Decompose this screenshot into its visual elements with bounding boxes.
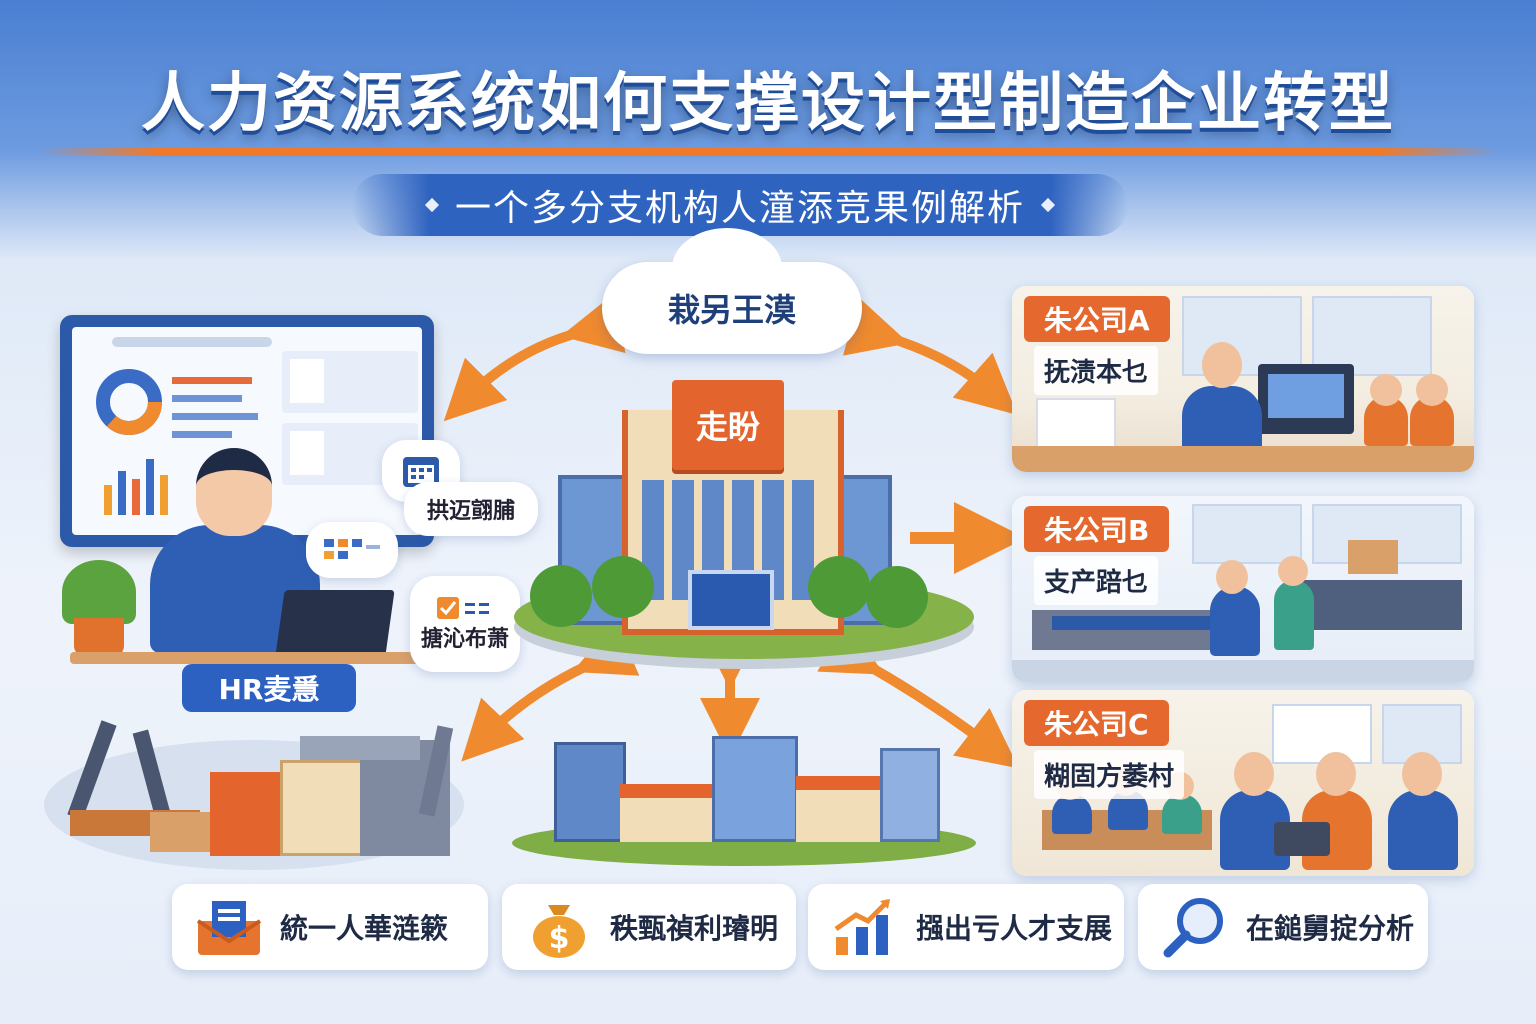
- feature-payroll[interactable]: $ 秩甄禎利璿明: [502, 884, 796, 970]
- calendar-icon: [403, 457, 439, 487]
- tree-icon: [808, 556, 870, 618]
- hr-monitor: [60, 315, 434, 547]
- arrow-hq-hr: [461, 620, 640, 762]
- hr-label: HR麦㥯: [182, 664, 356, 712]
- mini-grid-icon: [324, 539, 380, 559]
- magnifier-icon: [1160, 895, 1230, 959]
- tree-icon: [866, 566, 928, 628]
- subsidiary-subtitle: 支产踣乜: [1034, 556, 1159, 605]
- donut-chart-icon: [96, 369, 162, 435]
- hr-bubble-top: 拱迈翧脯: [404, 482, 538, 536]
- hq-sign: 走盼: [672, 380, 784, 470]
- hr-person-head: [196, 448, 272, 536]
- feature-label: 摾出亏人才支展: [916, 912, 1113, 945]
- cloud-label: 栽另王漠: [667, 291, 796, 329]
- hq-entrance: [688, 570, 774, 630]
- title-underline: [40, 148, 1496, 156]
- diamond-icon: [1040, 197, 1056, 213]
- subsidiary-tag: 朱公司B: [1024, 506, 1170, 552]
- document-tray-icon: [194, 895, 264, 959]
- task-bubble: 搪沁布萧: [410, 576, 520, 672]
- hr-bubble-bottom: 搪沁布萧: [420, 627, 509, 652]
- subsidiary-subtitle: 糊固方萎村: [1034, 750, 1185, 799]
- avatar: [290, 359, 324, 403]
- page-title: 人力资源系统如何支撑设计型制造企业转型: [141, 67, 1395, 141]
- subtitle-text: 一个多分支机构人潼添竞果例解析: [454, 188, 1025, 229]
- arrow-cloud-hr: [443, 294, 626, 422]
- feature-unified-hr[interactable]: 統一人華涟簌: [172, 884, 488, 970]
- subsidiary-card-b[interactable]: 朱公司B 支产踣乜: [1012, 496, 1474, 682]
- plant-pot: [74, 618, 124, 656]
- robot-arm-icon: [67, 720, 117, 820]
- subsidiary-card-a[interactable]: 朱公司A 抚渍本乜: [1012, 286, 1474, 472]
- laptop-icon: [275, 590, 395, 656]
- feature-label: 統一人華涟簌: [280, 912, 449, 945]
- checkbox-icon: [437, 597, 489, 619]
- subtitle-banner: 一个多分支机构人潼添竞果例解析: [352, 174, 1128, 236]
- plant-icon: [62, 560, 136, 624]
- city-buildings: [540, 736, 960, 846]
- subsidiary-tag: 朱公司A: [1024, 296, 1170, 342]
- avatar: [290, 431, 324, 475]
- robot-arm-icon: [132, 729, 172, 821]
- tree-icon: [592, 556, 654, 618]
- feature-analytics[interactable]: 在鎚舅掟分析: [1138, 884, 1428, 970]
- arrow-cloud-subA: [842, 297, 1018, 415]
- hr-dashboard-screen: [72, 327, 422, 535]
- growth-chart-icon: [830, 895, 900, 959]
- cloud-platform: 栽另王漠: [602, 228, 862, 354]
- factory-scene: [60, 700, 460, 860]
- factory-building: [210, 772, 280, 856]
- desk: [70, 652, 450, 664]
- tree-icon: [530, 565, 592, 627]
- subsidiary-tag: 朱公司C: [1024, 700, 1169, 746]
- bar-chart-icon: [104, 459, 168, 515]
- subsidiary-card-c[interactable]: 朱公司C 糊固方萎村: [1012, 690, 1474, 876]
- feature-label: 在鎚舅掟分析: [1246, 912, 1415, 945]
- chart-bubble: [306, 522, 398, 578]
- factory-building: [280, 760, 370, 856]
- subsidiary-subtitle: 抚渍本乜: [1034, 346, 1159, 395]
- svg-text:$: $: [549, 921, 570, 956]
- money-bag-icon: $: [524, 895, 594, 959]
- feature-label: 秩甄禎利璿明: [610, 912, 779, 945]
- feature-talent-growth[interactable]: 摾出亏人才支展: [808, 884, 1124, 970]
- diamond-icon: [424, 197, 440, 213]
